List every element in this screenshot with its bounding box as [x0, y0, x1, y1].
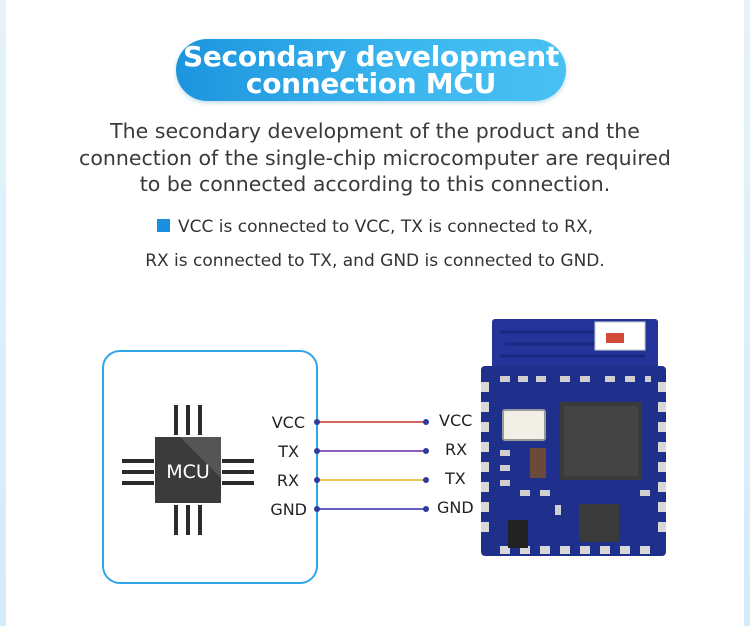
title-text: Secondary development connection MCU	[176, 39, 566, 101]
module-pin-vcc-label: VCC	[439, 411, 473, 430]
description-line-3: to be connected according to this connec…	[139, 172, 611, 196]
title-line-1: Secondary development	[182, 40, 559, 73]
module-pin-gnd-label: GND	[437, 498, 474, 517]
mcu-pin-tx-label: TX	[278, 442, 299, 461]
mcu-pin-rx-label: RX	[276, 471, 299, 490]
module-pin-rx-label: RX	[445, 440, 468, 459]
mcu-pin-gnd-label: GND	[270, 500, 307, 519]
title-pill	[176, 39, 566, 101]
connection-note-text-1: VCC is connected to VCC, TX is connected…	[178, 217, 593, 237]
description-line-2: connection of the single-chip microcompu…	[79, 145, 671, 170]
description-line-1: The secondary development of the product…	[110, 119, 640, 143]
mcu-pin-vcc-label: VCC	[271, 413, 305, 432]
left-edge-decoration	[0, 0, 6, 626]
mcu-chip-label: MCU	[166, 461, 210, 483]
mcu-chip-icon: MCU	[122, 405, 254, 535]
bullet-square-icon	[157, 219, 170, 232]
description: The secondary development of the product…	[40, 118, 710, 198]
connection-note-line-1: VCC is connected to VCC, TX is connected…	[0, 217, 750, 237]
module-pin-tx-label: TX	[445, 469, 466, 488]
connection-wires	[314, 419, 429, 512]
title-line-2: connection MCU	[245, 67, 497, 100]
connection-note-line-2: RX is connected to TX, and GND is connec…	[145, 251, 605, 271]
right-edge-decoration	[744, 0, 750, 626]
wifi-module-board-image	[481, 319, 666, 556]
